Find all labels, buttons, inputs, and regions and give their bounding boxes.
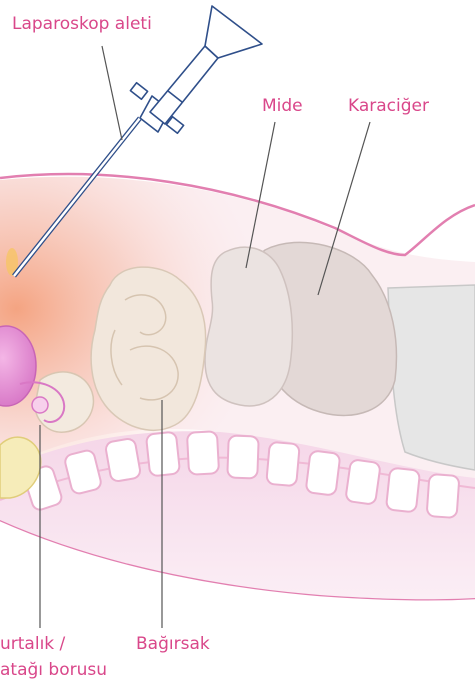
label-liver: Karaciğer [348, 98, 429, 115]
intestine [91, 267, 205, 430]
label-intestine: Bağırsak [136, 636, 210, 653]
stomach [205, 247, 292, 406]
ovary [32, 397, 48, 413]
label-laparoscope: Laparoskop aleti [12, 16, 152, 33]
label-ovary-tube-line2: atağı borusu [0, 662, 107, 679]
label-ovary-tube-line1: urtalık / [0, 636, 65, 653]
label-stomach: Mide [262, 98, 303, 115]
